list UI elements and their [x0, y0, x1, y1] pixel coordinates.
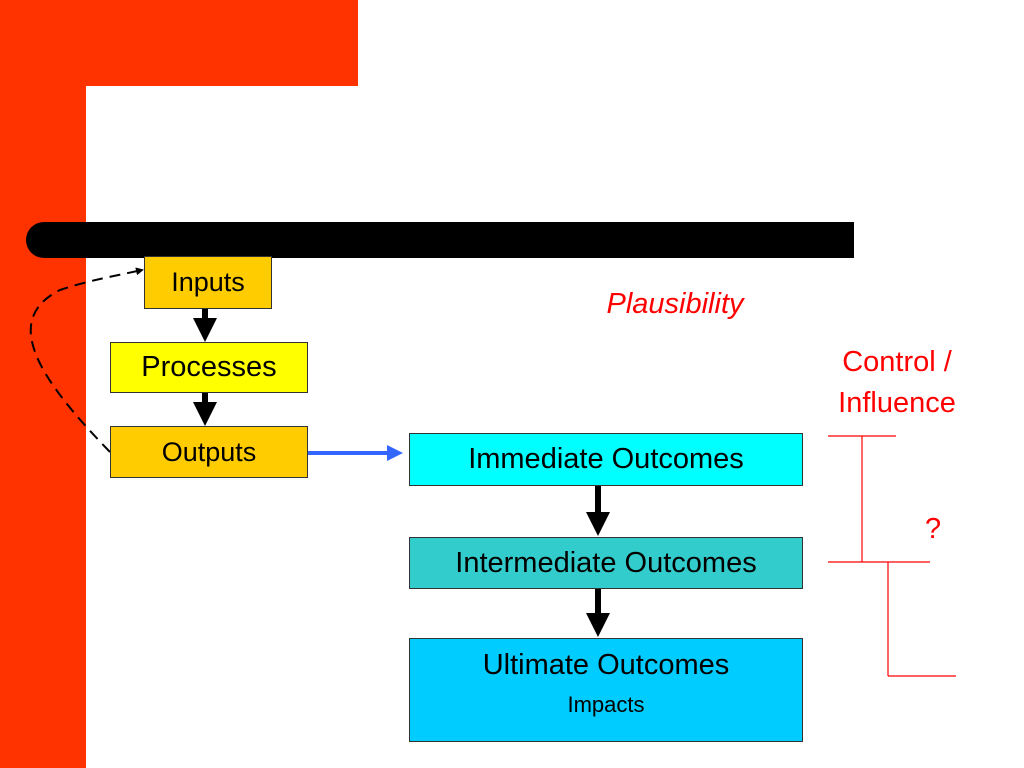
plausibility-label: Plausibility — [606, 288, 744, 320]
impacts-label: Impacts — [567, 692, 645, 717]
ultimate-outcomes-label: Ultimate Outcomes — [482, 649, 730, 681]
intermediate-outcomes-box: Intermediate Outcomes — [409, 537, 803, 589]
immediate-outcomes-label: Immediate Outcomes — [468, 443, 744, 475]
immediate-outcomes-box: Immediate Outcomes — [409, 433, 803, 486]
processes-label: Processes — [141, 351, 277, 383]
inputs-box: Inputs — [144, 256, 272, 309]
background-top-band — [0, 0, 358, 86]
title-bar — [26, 222, 854, 258]
control-influence-bracket — [828, 435, 956, 677]
ultimate-outcomes-box: Ultimate Outcomes Impacts — [409, 638, 803, 742]
control-label-line1: Control / — [842, 346, 952, 378]
processes-box: Processes — [110, 342, 308, 393]
control-influence-label: Control / Influence — [812, 342, 982, 424]
outputs-box: Outputs — [110, 426, 308, 478]
intermediate-outcomes-label: Intermediate Outcomes — [455, 546, 757, 579]
feedback-dashed-arrow — [29, 267, 144, 453]
question-mark-label: ? — [925, 513, 942, 545]
background-left-band — [0, 0, 86, 768]
outputs-label: Outputs — [161, 436, 257, 467]
inputs-label: Inputs — [171, 267, 245, 297]
control-label-line2: Influence — [838, 387, 956, 419]
